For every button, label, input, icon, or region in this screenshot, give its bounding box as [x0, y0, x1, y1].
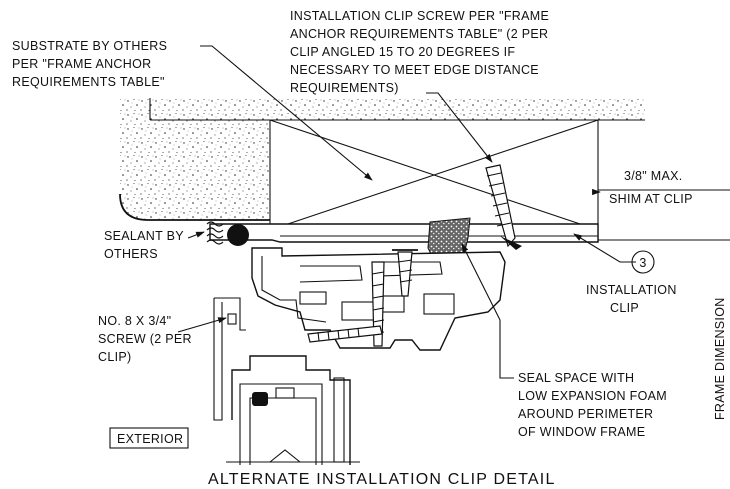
seal-space-note-line: OF WINDOW FRAME: [518, 425, 645, 439]
exterior-box: [109, 427, 189, 449]
substrate-note-line: PER "FRAME ANCHOR: [12, 57, 151, 71]
window-frame-extrusion: [213, 247, 506, 465]
sealant-bead: [206, 221, 224, 245]
exterior-label: EXTERIOR: [117, 432, 183, 446]
frame-screw-b: [371, 261, 385, 347]
clip-screw-note-line: REQUIREMENTS): [290, 81, 399, 95]
clip-screw-leader: [426, 92, 493, 163]
seal-space-leader: [461, 243, 514, 379]
seal-space-note: SEAL SPACE WITH LOW EXPANSION FOAM AROUN…: [518, 371, 671, 439]
clip-screw: [485, 164, 522, 250]
installation-clip: [209, 223, 599, 243]
shim-note-line: SHIM AT CLIP: [609, 192, 693, 206]
seal-space-note-line: AROUND PERIMETER: [518, 407, 653, 421]
screw-leader: [177, 317, 227, 333]
substrate-leader: [200, 45, 373, 181]
clip-screw-note-line: ANCHOR REQUIREMENTS TABLE" (2 PER: [290, 27, 548, 41]
callout-circle: [631, 250, 655, 274]
substrate-note: SUBSTRATE BY OTHERS PER "FRAME ANCHOR RE…: [12, 39, 171, 89]
screw-note-line: CLIP): [98, 350, 131, 364]
clip-screw-note-line: CLIP ANGLED 15 TO 20 DEGREES IF: [290, 45, 515, 59]
shim-note: 3/8" MAX. SHIM AT CLIP: [609, 169, 693, 206]
frame-screw-a: [392, 249, 418, 297]
installation-clip-note-line: INSTALLATION: [586, 283, 677, 297]
substrate-note-line: SUBSTRATE BY OTHERS: [12, 39, 167, 53]
seal-space-note-line: LOW EXPANSION FOAM: [518, 389, 667, 403]
sealant-note: SEALANT BY OTHERS: [104, 229, 187, 261]
screw-note-line: SCREW (2 PER: [98, 332, 192, 346]
shim-note-line: 3/8" MAX.: [624, 169, 683, 183]
screw-note-line: NO. 8 X 3/4": [98, 314, 171, 328]
sealant-note-line: SEALANT BY: [104, 229, 184, 243]
clip-screw-note-line: INSTALLATION CLIP SCREW PER "FRAME: [290, 9, 549, 23]
drawing-title: ALTERNATE INSTALLATION CLIP DETAIL: [208, 471, 556, 488]
callout-number: 3: [639, 256, 646, 270]
clip-screw-note-line: NECESSARY TO MEET EDGE DISTANCE: [290, 63, 539, 77]
installation-clip-note: INSTALLATION CLIP: [586, 283, 680, 315]
backer-rod: [227, 224, 249, 246]
clip-screw-note: INSTALLATION CLIP SCREW PER "FRAME ANCHO…: [290, 9, 553, 95]
substrate-concrete: [119, 98, 645, 221]
substrate-note-line: REQUIREMENTS TABLE": [12, 75, 165, 89]
seal-space-note-line: SEAL SPACE WITH: [518, 371, 634, 385]
clip-frame-screw: [307, 325, 383, 343]
frame-dimension-label: FRAME DIMENSION: [713, 297, 727, 420]
sealant-note-line: OTHERS: [104, 247, 158, 261]
installation-clip-note-line: CLIP: [610, 301, 639, 315]
installation-clip-leader: [573, 233, 636, 263]
screw-note: NO. 8 X 3/4" SCREW (2 PER CLIP): [98, 314, 196, 364]
sealant-leader: [187, 231, 205, 239]
